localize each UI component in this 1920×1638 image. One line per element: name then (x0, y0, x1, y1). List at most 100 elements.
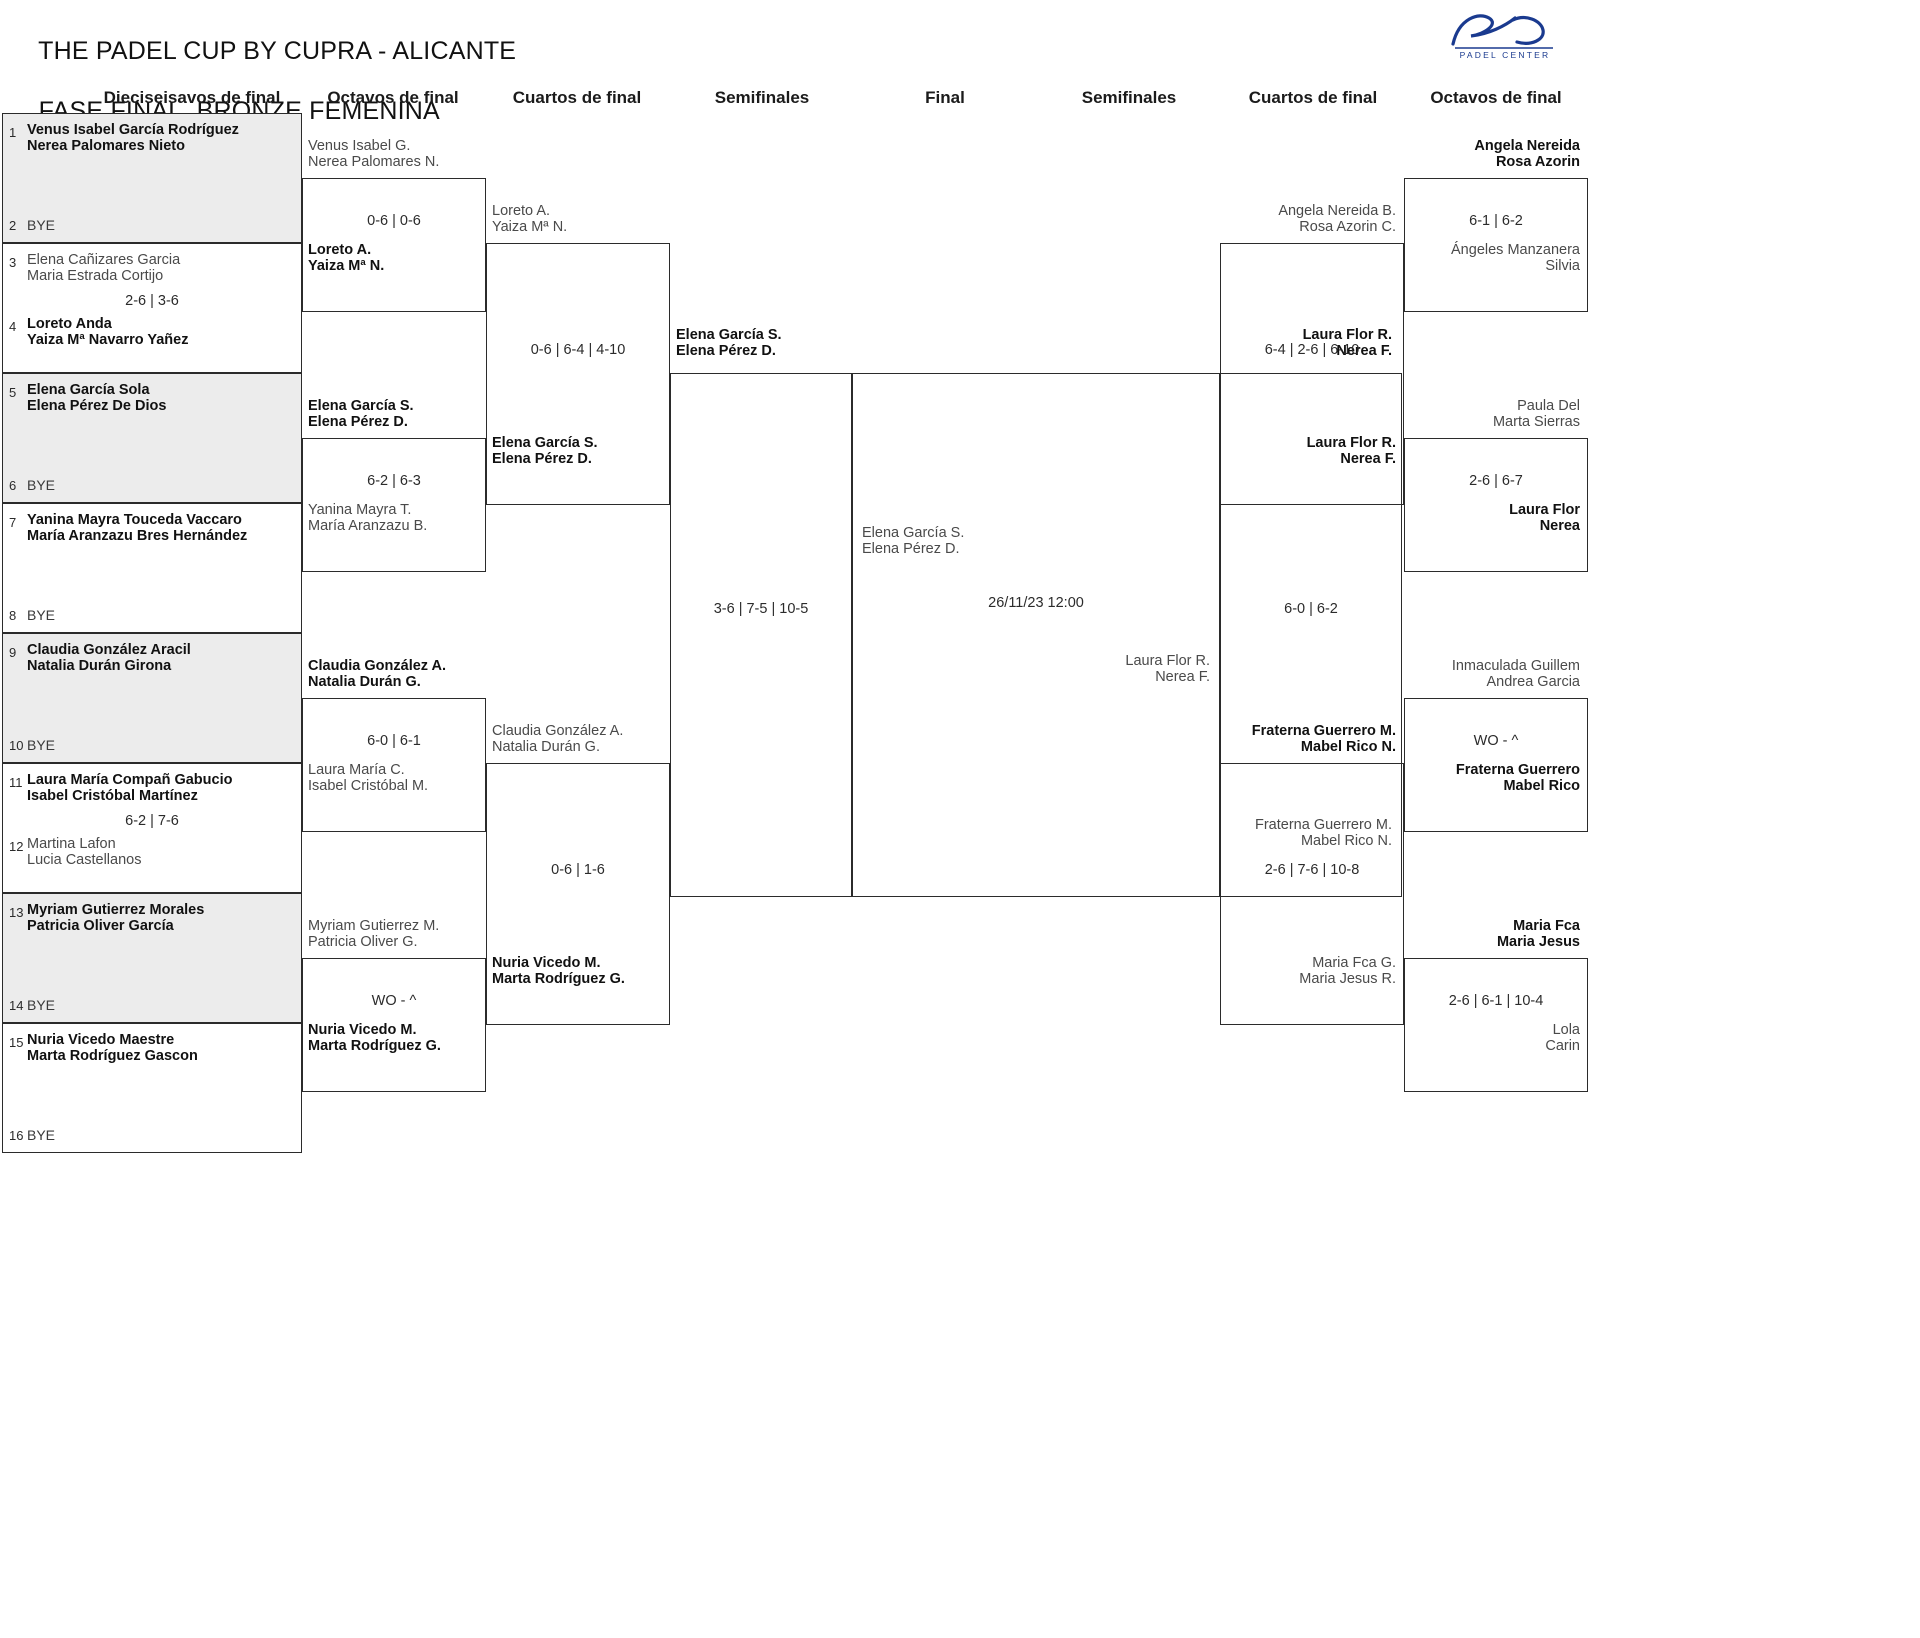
match-box-left-r16[interactable] (302, 958, 486, 1092)
match-player-bottom: Nuria Vicedo M. Marta Rodríguez G. (308, 1022, 441, 1054)
seed-number: 8 (9, 608, 17, 623)
seed-number: 1 (9, 125, 17, 140)
match-box-right-r16[interactable] (1404, 178, 1588, 312)
seed-slot[interactable]: 8 BYE (2, 568, 302, 633)
match-box-left-r16[interactable] (302, 698, 486, 832)
match-score: 6-2 | 6-3 (367, 473, 421, 489)
match-player-bottom: Laura Flor Nerea (1509, 502, 1580, 534)
seed-number: 16 (9, 1128, 24, 1143)
seed-players: Claudia González Aracil Natalia Durán Gi… (27, 642, 191, 674)
match-player-bottom: Elena García S. Elena Pérez D. (492, 435, 598, 467)
round-heading-final: Final (925, 88, 965, 107)
round-heading-left-r32: Dieciseisavos de final (103, 88, 281, 107)
match-box-left-sf[interactable] (670, 373, 852, 897)
match-score: 0-6 | 1-6 (551, 862, 605, 878)
seed-bye-label: BYE (27, 477, 56, 493)
match-box-final-right[interactable] (1036, 373, 1220, 897)
final-player-right: Laura Flor R. Nerea F. (1125, 653, 1210, 685)
match-player-bottom: Ángeles Manzanera Silvia (1451, 242, 1580, 274)
match-score: 6-0 | 6-1 (367, 733, 421, 749)
seed-number: 11 (9, 775, 23, 790)
seed-number: 9 (9, 645, 17, 660)
seed-number: 7 (9, 515, 17, 530)
match-player-top: Venus Isabel G. Nerea Palomares N. (308, 138, 440, 170)
round-heading-left-sf: Semifinales (714, 88, 810, 107)
match-player-bottom: Laura María C. Isabel Cristóbal M. (308, 762, 429, 794)
match-score: 6-1 | 6-2 (1469, 213, 1523, 229)
match-player-bottom: Nuria Vicedo M. Marta Rodríguez G. (492, 955, 625, 987)
r32-score: 6-2 | 7-6 (125, 813, 179, 829)
match-box-final-left[interactable] (852, 373, 1036, 897)
match-box-right-qf[interactable] (1220, 763, 1404, 1025)
seed-players: Myriam Gutierrez Morales Patricia Oliver… (27, 902, 205, 934)
round-heading-right-r16: Octavos de final (1430, 88, 1562, 107)
match-score: 2-6 | 6-7 (1469, 473, 1523, 489)
bela-padel-center-logo: PADEL CENTER (1445, 8, 1565, 62)
match-score: 6-0 | 6-2 (1284, 601, 1338, 617)
round-heading-left-r16: Octavos de final (327, 88, 459, 107)
seed-slot[interactable]: 11 Laura María Compañ Gabucio Isabel Cris… (2, 763, 302, 828)
seed-players: Yanina Mayra Touceda Vaccaro María Aranz… (27, 512, 248, 544)
final-datetime: 26/11/23 12:00 (988, 595, 1084, 611)
seed-number: 10 (9, 738, 24, 753)
seed-number: 2 (9, 218, 17, 233)
match-box-left-qf[interactable] (486, 243, 670, 505)
seed-players: Loreto Anda Yaiza Mª Navarro Yañez (27, 316, 189, 348)
seed-number: 12 (9, 839, 24, 854)
seed-number: 6 (9, 478, 17, 493)
match-player-top: Maria Fca Maria Jesus (1496, 918, 1580, 950)
seed-number: 13 (9, 905, 24, 920)
title-line-1: THE PADEL CUP BY CUPRA - ALICANTE (38, 37, 517, 65)
match-score: 3-6 | 7-5 | 10-5 (713, 601, 809, 617)
page-title: THE PADEL CUP BY CUPRA - ALICANTE FASE F… (10, 6, 516, 156)
match-player-bottom: Fraterna Guerrero Mabel Rico (1455, 762, 1580, 794)
match-box-right-r16[interactable] (1404, 958, 1588, 1092)
match-player-top: Elena García S. Elena Pérez D. (308, 398, 414, 430)
seed-slot[interactable]: 7 Yanina Mayra Touceda Vaccaro María Aran… (2, 503, 302, 568)
seed-slot[interactable]: 6 BYE (2, 438, 302, 503)
match-player-top: Inmaculada Guillem Andrea Garcia (1451, 658, 1580, 690)
match-score: WO - ^ (1473, 733, 1519, 749)
match-box-left-r16[interactable] (302, 438, 486, 572)
match-box-left-r16[interactable] (302, 178, 486, 312)
match-box-right-r16[interactable] (1404, 698, 1588, 832)
match-box-left-qf[interactable] (486, 763, 670, 1025)
match-score: WO - ^ (371, 993, 417, 1009)
seed-slot[interactable]: 9 Claudia González Aracil Natalia Durán G… (2, 633, 302, 698)
match-score: 0-6 | 0-6 (367, 213, 421, 229)
seed-players: Nuria Vicedo Maestre Marta Rodríguez Gas… (27, 1032, 198, 1064)
match-score: 2-6 | 6-1 | 10-4 (1448, 993, 1544, 1009)
match-player-top: Myriam Gutierrez M. Patricia Oliver G. (308, 918, 440, 950)
match-player-top: Elena García S. Elena Pérez D. (676, 327, 782, 359)
match-player-top: Loreto A. Yaiza Mª N. (492, 203, 568, 235)
match-player-top: Claudia González A. Natalia Durán G. (308, 658, 447, 690)
match-box-right-sf[interactable] (1220, 373, 1402, 897)
seed-bye-label: BYE (27, 607, 56, 623)
seed-number: 4 (9, 319, 17, 334)
seed-players: Martina Lafon Lucia Castellanos (27, 836, 142, 868)
match-box-right-qf[interactable] (1220, 243, 1404, 505)
seed-slot[interactable]: 4 Loreto Anda Yaiza Mª Navarro Yañez (2, 308, 302, 373)
match-player-bottom: Maria Fca G. Maria Jesus R. (1299, 955, 1396, 987)
seed-players: Laura María Compañ Gabucio Isabel Cristó… (27, 772, 233, 804)
match-score: 6-4 | 2-6 | 6-10 (1264, 342, 1360, 358)
match-player-top: Paula Del Marta Sierras (1492, 398, 1580, 430)
match-score: 2-6 | 7-6 | 10-8 (1264, 862, 1360, 878)
match-score: 0-6 | 6-4 | 4-10 (530, 342, 626, 358)
round-heading-left-qf: Cuartos de final (512, 88, 642, 107)
final-player-left: Elena García S. Elena Pérez D. (862, 525, 965, 557)
seed-bye-label: BYE (27, 737, 56, 753)
round-heading-right-sf: Semifinales (1081, 88, 1177, 107)
match-box-right-r16[interactable] (1404, 438, 1588, 572)
